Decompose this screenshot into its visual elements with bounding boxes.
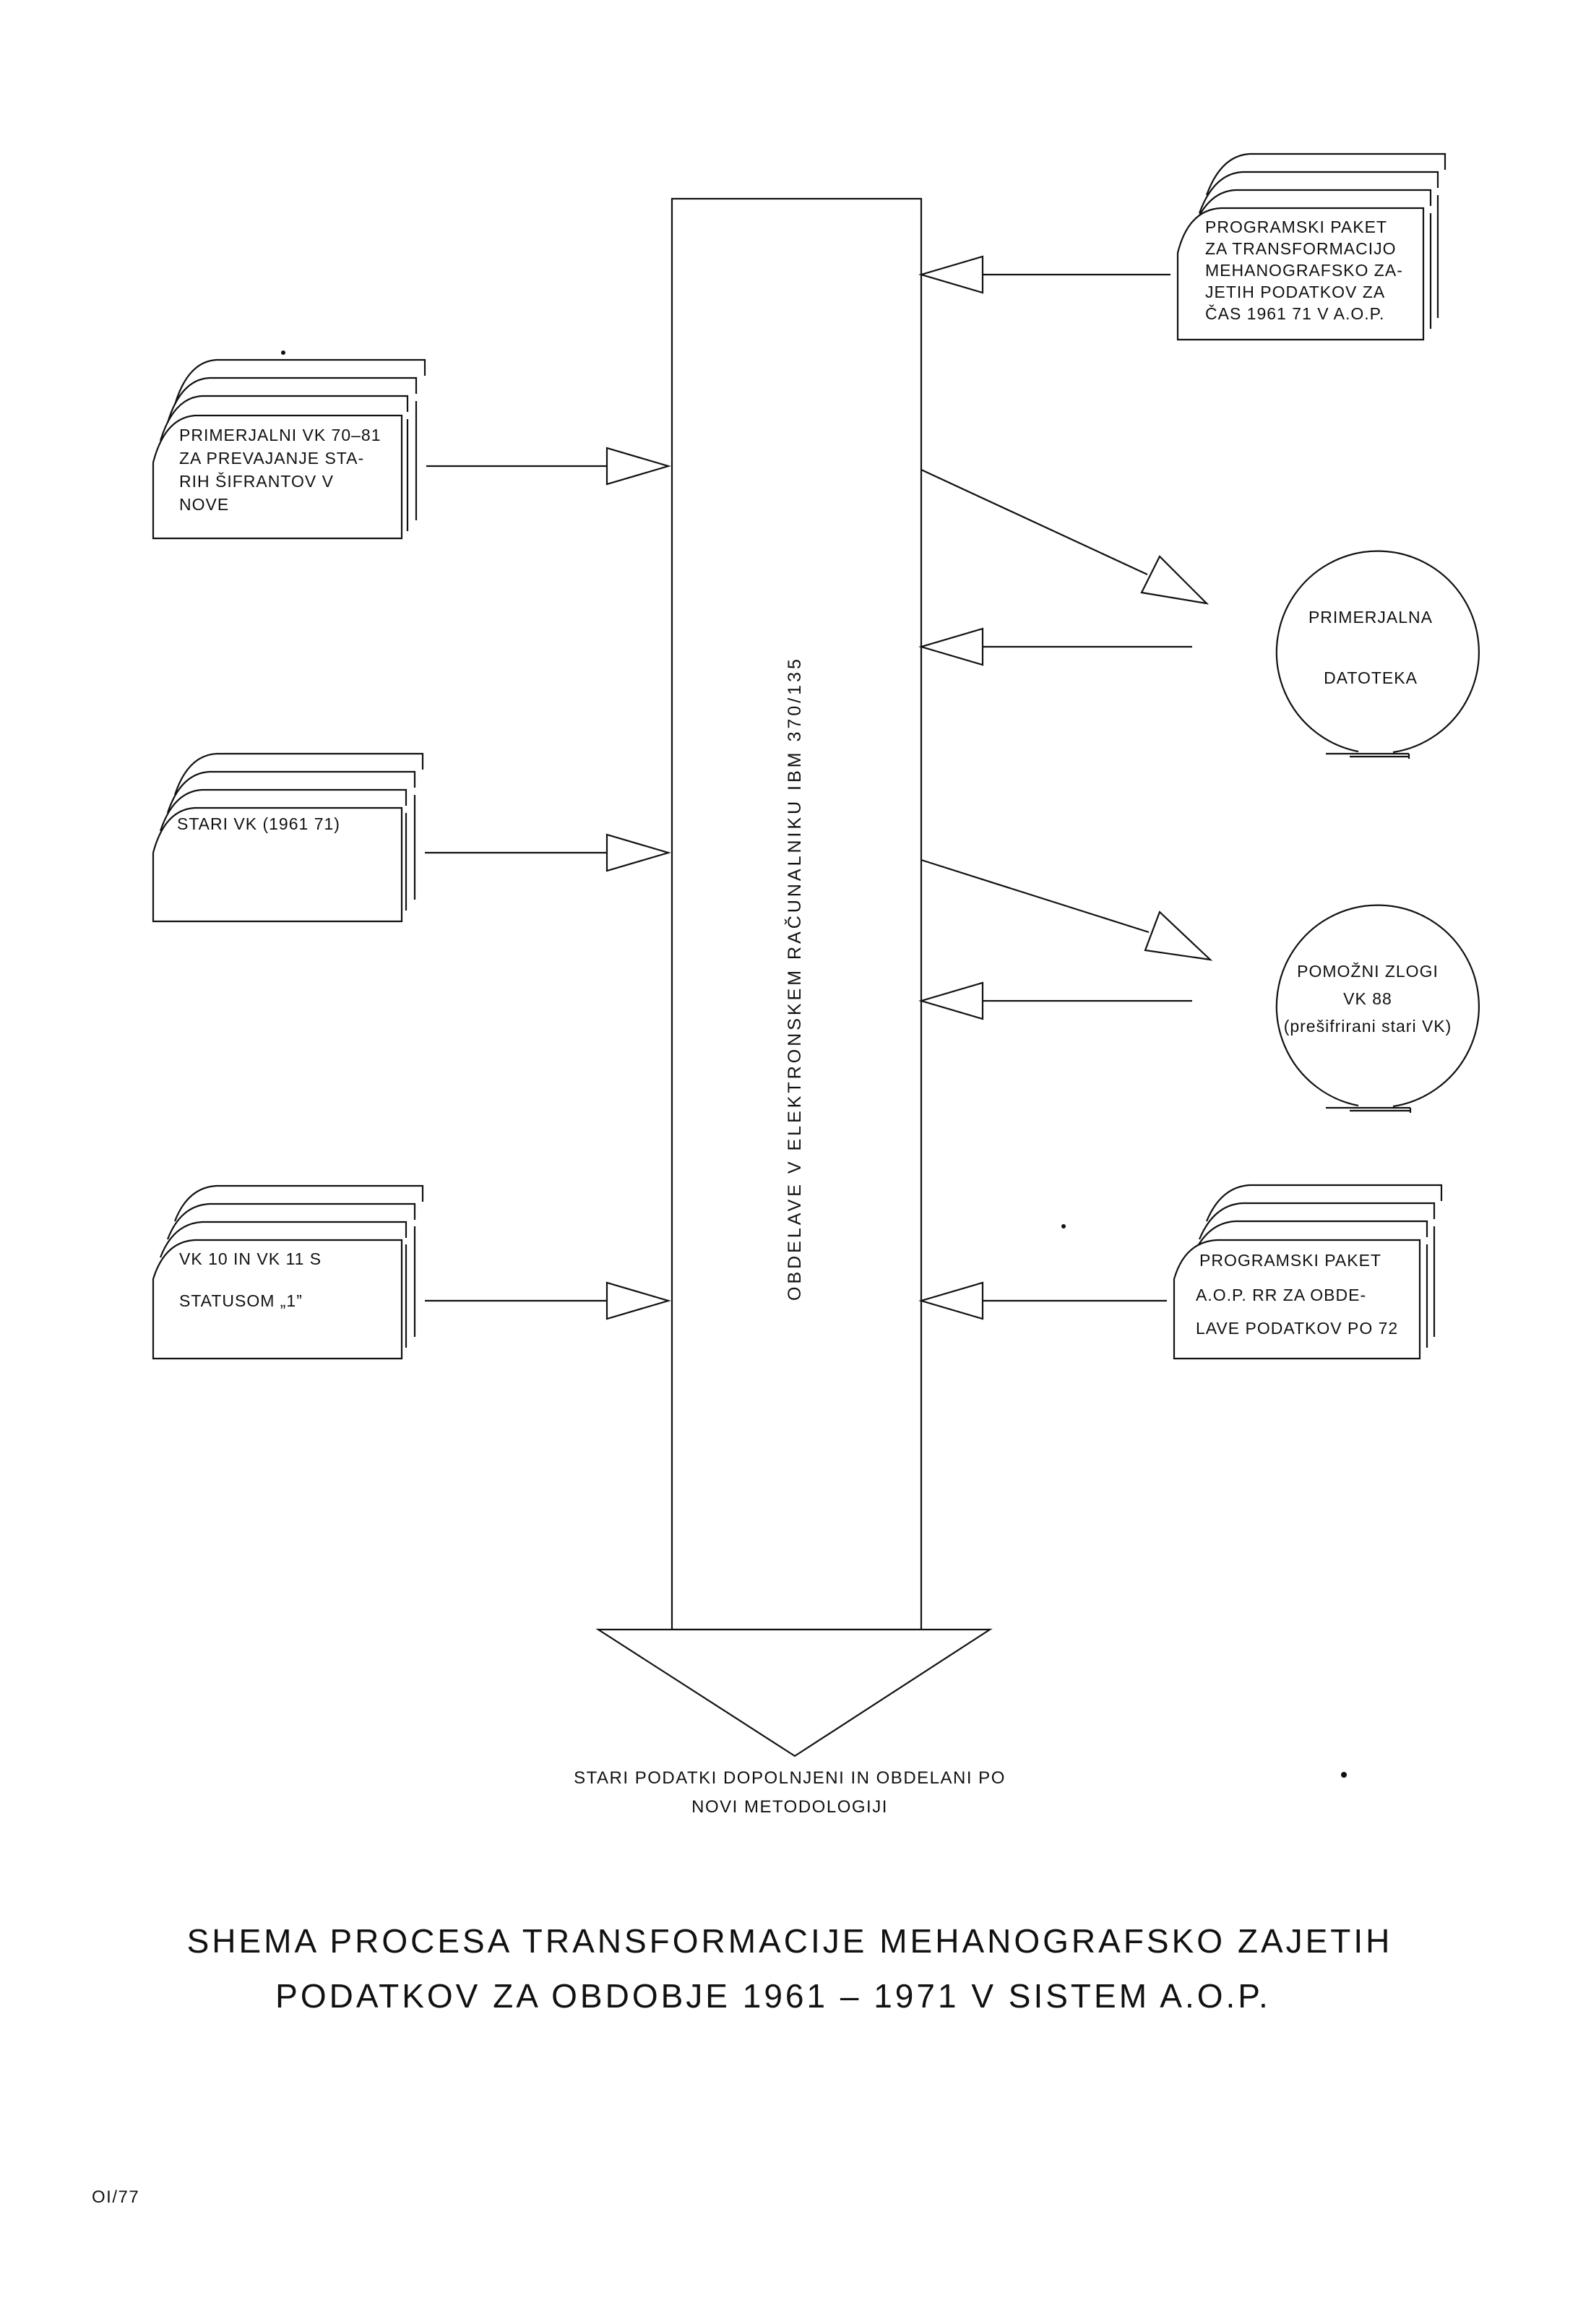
title-line-2: PODATKOV ZA OBDOBJE 1961 – 1971 V SISTEM… [275,1977,1271,2015]
deck-label-line-3: MEHANOGRAFSKO ZA- [1205,261,1403,280]
arrow-deck3-to-box [425,1281,671,1320]
arrow-box-to-file1 [920,469,1210,605]
card-deck-vk10-vk11: VK 10 IN VK 11 S STATUSOM „1” [152,1184,424,1360]
title-line-1: SHEMA PROCESA TRANSFORMACIJE MEHANOGRAFS… [187,1922,1393,1960]
arrow-deck2-to-box [425,833,671,872]
deck-label-line-1: PROGRAMSKI PAKET [1199,1251,1381,1270]
file-label-line-1: PRIMERJALNA [1308,608,1433,627]
output-caption: STARI PODATKI DOPOLNJENI IN OBDELANI PO … [574,1768,1006,1817]
file-label-line-1: POMOŽNI ZLOGI [1297,962,1439,981]
arrow-program2-to-box [918,1281,1167,1320]
deck-label-line-1: VK 10 IN VK 11 S [179,1249,322,1268]
output-caption-line-2: NOVI METODOLOGIJI [691,1797,888,1817]
arrow-file2-to-box [918,981,1192,1020]
file-label-line-2: VK 88 [1343,989,1392,1008]
arrow-program1-to-box [918,255,1170,294]
deck-label-line-3: RIH ŠIFRANTOV V [179,471,334,491]
card-deck-programski-paket-aop: PROGRAMSKI PAKET A.O.P. RR ZA OBDE- LAVE… [1173,1184,1443,1360]
diagram-title: SHEMA PROCESA TRANSFORMACIJE MEHANOGRAFS… [187,1922,1393,2015]
central-processing-box: OBDELAVE V ELEKTRONSKEM RAČUNALNIKU IBM … [595,197,993,1757]
speck-dot [1341,1772,1347,1778]
central-box-label: OBDELAVE V ELEKTRONSKEM RAČUNALNIKU IBM … [784,656,805,1301]
deck-label-line-4: NOVE [179,495,229,514]
deck-label-line-2: A.O.P. RR ZA OBDE- [1196,1286,1366,1304]
card-deck-primerjalni-vk: PRIMERJALNI VK 70–81 ZA PREVAJANJE STA- … [152,358,426,540]
deck-label-line-4: JETIH PODATKOV ZA [1205,283,1385,301]
deck-label-line-3: LAVE PODATKOV PO 72 [1196,1319,1398,1338]
page-code: OI/77 [92,2187,139,2207]
deck-label-line-5: ČAS 1961 71 V A.O.P. [1205,304,1384,323]
card-deck-programski-paket-transformacija: PROGRAMSKI PAKET ZA TRANSFORMACIJO MEHAN… [1176,152,1446,341]
file-label-line-2: DATOTEKA [1324,668,1418,687]
file-label-line-3: (prešifrirani stari VK) [1284,1017,1452,1036]
tape-file-pomozni-zlogi: POMOŽNI ZLOGI VK 88 (prešifrirani stari … [1275,904,1480,1113]
deck-label-line-1: STARI VK (1961 71) [177,814,340,833]
speck-dot [281,350,285,355]
output-caption-line-1: STARI PODATKI DOPOLNJENI IN OBDELANI PO [574,1768,1006,1788]
deck-label-line-1: PRIMERJALNI VK 70–81 [179,426,381,444]
deck-label-line-1: PROGRAMSKI PAKET [1205,218,1387,236]
deck-label-line-2: ZA PREVAJANJE STA- [179,449,364,468]
deck-label-line-2: ZA TRANSFORMACIJO [1205,239,1397,258]
speck-dot [1061,1224,1066,1228]
deck-label-line-2: STATUSOM „1” [179,1291,303,1310]
arrow-file1-to-box [918,627,1192,666]
arrow-box-to-file2 [920,858,1213,961]
tape-file-primerjalna-datoteka: PRIMERJALNA DATOTEKA [1275,550,1480,759]
card-deck-stari-vk: STARI VK (1961 71) [152,752,424,923]
arrow-deck1-to-box [426,447,671,486]
